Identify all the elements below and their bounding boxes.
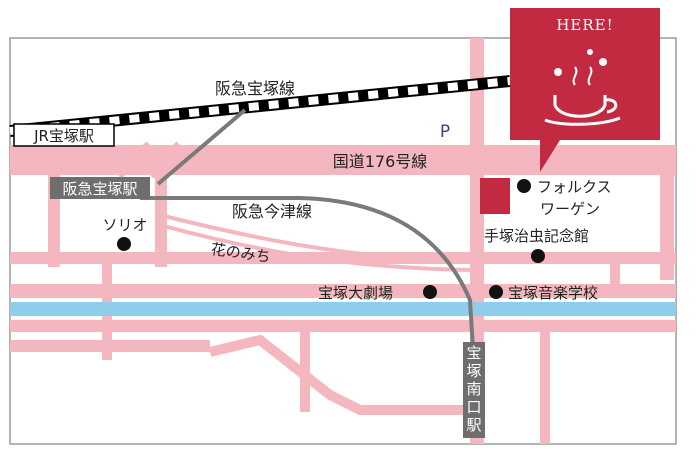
riverside-road: [10, 284, 676, 298]
station-char-1: 宝: [466, 344, 481, 362]
volkswagen-label-line2: ワーゲン: [540, 200, 600, 218]
hankyu-imazu-line: [140, 196, 480, 431]
grand-theater-label: 宝塚大劇場: [318, 284, 393, 302]
destination-marker: [480, 178, 510, 214]
route-176-label: 国道176号線: [333, 152, 428, 171]
coffee-cup-icon: [544, 49, 621, 126]
sorio-label: ソリオ: [102, 216, 147, 234]
east-road: [660, 150, 674, 280]
landmark-volkswagen: フォルクス ワーゲン: [517, 178, 612, 218]
takarazuka-minamiguchi-station: 宝 塚 南 口 駅: [463, 342, 485, 438]
hankyu-imazu-line-label: 阪急今津線: [232, 202, 312, 221]
here-label: HERE!: [556, 16, 613, 34]
landmark-grand-theater: 宝塚大劇場: [318, 284, 437, 302]
south-west-road: [10, 340, 210, 352]
hankyu-takarazuka-line-label: 阪急宝塚線: [215, 79, 295, 98]
hankyu-takarazuka-station-label: 阪急宝塚駅: [62, 180, 137, 198]
hankyu-takarazuka-station: 阪急宝塚駅: [50, 177, 150, 199]
diagonal-roads: [114, 141, 184, 179]
hananomichi-path-a: [159, 213, 471, 264]
landmark-tezuka-museum: 手塚治虫記念館: [484, 227, 589, 263]
sorio-dot: [117, 237, 131, 251]
tezuka-museum-label: 手塚治虫記念館: [484, 227, 589, 245]
hananomichi-path-b: [159, 223, 471, 272]
tezuka-museum-dot: [531, 249, 545, 263]
school-road: [610, 264, 620, 284]
music-school-label: 宝塚音楽学校: [508, 284, 598, 302]
river: [10, 302, 676, 316]
parking-icon: P: [440, 122, 450, 142]
music-school-dot: [489, 285, 503, 299]
station-char-3: 南: [466, 380, 481, 398]
south-road: [10, 252, 676, 264]
landmark-music-school: 宝塚音楽学校: [489, 284, 598, 302]
curve-road: [208, 334, 470, 415]
station-char-5: 駅: [466, 416, 481, 434]
jr-takarazuka-station: JR宝塚駅: [13, 123, 115, 147]
south-road-2: [10, 320, 676, 332]
west-road-b: [155, 175, 167, 267]
volkswagen-label-line1: フォルクス: [537, 178, 612, 196]
station-char-2: 塚: [466, 362, 481, 380]
volkswagen-dot: [517, 179, 531, 193]
hankyu-takarazuka-line: [156, 108, 247, 186]
grand-theater-dot: [423, 285, 437, 299]
landmark-sorio: ソリオ: [102, 216, 148, 251]
jr-rail-line: [9, 75, 511, 137]
south-east-road: [540, 332, 550, 444]
jr-takarazuka-station-label: JR宝塚駅: [33, 127, 94, 145]
station-char-4: 口: [466, 398, 481, 416]
here-callout: HERE!: [510, 8, 660, 172]
